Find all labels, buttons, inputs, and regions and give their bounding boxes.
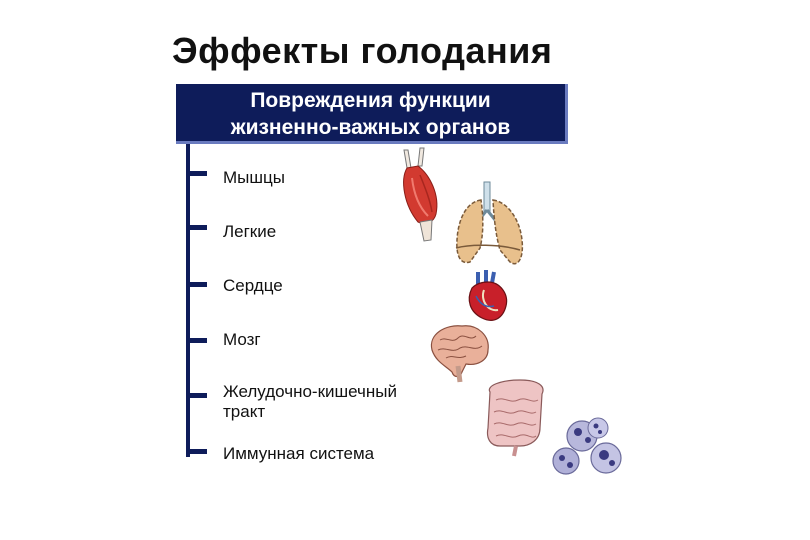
- list-item-brain: Мозг: [223, 330, 261, 349]
- list-marker: [190, 225, 207, 230]
- page-title: Эффекты голодания: [172, 30, 553, 71]
- heart-icon: [468, 270, 508, 321]
- immune-cells-icon: [552, 417, 622, 475]
- subtitle-banner: Повреждения функции жизненно-важных орга…: [176, 84, 568, 144]
- list-marker: [190, 449, 207, 454]
- muscle-icon: [403, 147, 438, 242]
- list-item-lungs: Легкие: [223, 222, 277, 241]
- list-item-muscles: Мышцы: [223, 168, 285, 187]
- list-item-gi-tract: Желудочно-кишечный тракт: [223, 382, 397, 422]
- list-item-heart: Сердце: [223, 276, 283, 295]
- brain-icon: [430, 325, 489, 383]
- list-marker: [190, 338, 207, 343]
- banner-line-2: жизненно-важных органов: [230, 116, 511, 139]
- banner-line-1: Повреждения функции: [250, 89, 491, 112]
- list-item-immune: Иммунная система: [223, 444, 375, 463]
- list-connector-line: [186, 144, 190, 457]
- list-item-gi-line-2: тракт: [223, 402, 266, 421]
- list-marker: [190, 393, 207, 398]
- lungs-icon: [455, 181, 524, 265]
- list-marker: [190, 282, 207, 287]
- intestines-icon: [486, 379, 544, 457]
- list-marker: [190, 171, 207, 176]
- list-item-gi-line-1: Желудочно-кишечный: [223, 382, 398, 401]
